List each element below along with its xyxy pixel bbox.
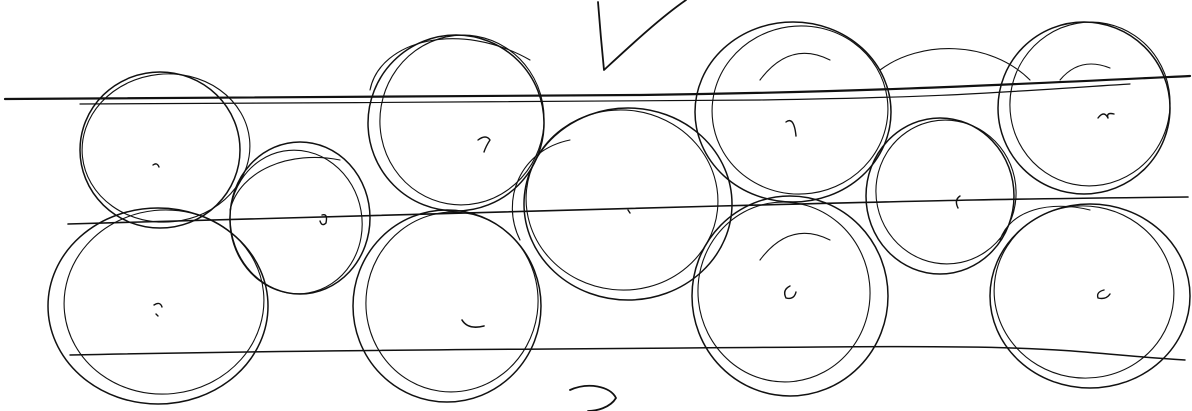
bottom-d-mark [570, 386, 616, 411]
arc-extra-1 [370, 39, 530, 90]
arc-extra-4 [512, 140, 570, 240]
circle-group [48, 7, 1190, 404]
top-check-mark [598, 0, 686, 70]
circle-8 [48, 200, 273, 404]
circle-10 [689, 194, 888, 396]
circle-2 [366, 22, 557, 218]
circle-6 [517, 100, 732, 300]
circle-1 [75, 66, 258, 231]
circle-4 [995, 7, 1186, 201]
circle-9 [353, 201, 550, 403]
circle-5 [219, 140, 374, 305]
arc-extra-2 [880, 49, 1030, 80]
